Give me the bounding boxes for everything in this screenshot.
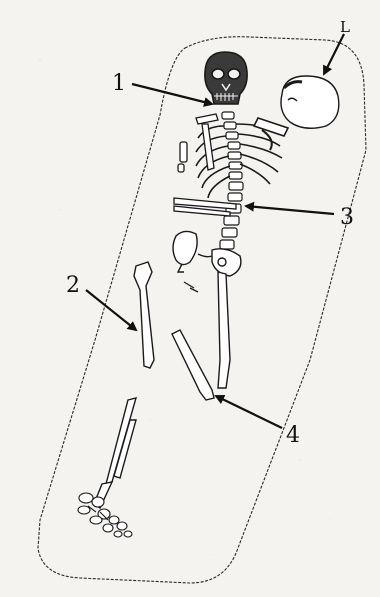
femur <box>218 272 230 388</box>
arrow-l <box>324 34 344 74</box>
callout-label-3: 3 <box>340 205 354 230</box>
tibia-4 <box>172 330 214 400</box>
callout-label-4: 4 <box>286 423 300 448</box>
foot-bones <box>78 493 132 537</box>
paper-texture <box>39 59 340 555</box>
arrow-4 <box>216 396 282 428</box>
arrow-1 <box>132 84 212 104</box>
callout-label-1: 1 <box>112 71 126 96</box>
callout-label-2: 2 <box>66 273 80 298</box>
skull <box>205 52 247 104</box>
bone-fragments <box>184 282 198 292</box>
forearm-bones <box>174 198 236 216</box>
long-bone-2 <box>134 262 154 368</box>
pelvis <box>173 231 241 276</box>
arrow-3 <box>246 206 334 214</box>
callout-label-l: L <box>340 18 350 36</box>
cranium-l <box>281 76 339 128</box>
arrow-2 <box>86 290 136 330</box>
lower-leg-bones <box>94 398 136 508</box>
